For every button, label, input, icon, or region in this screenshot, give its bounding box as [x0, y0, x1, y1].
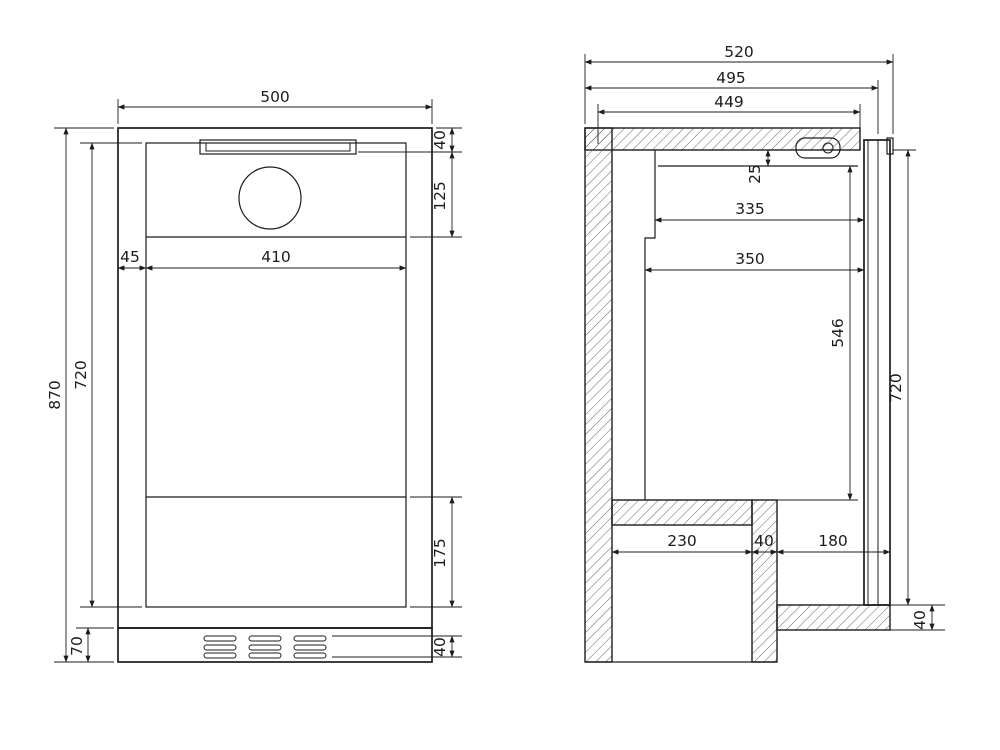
dimension-label: 25	[746, 164, 764, 184]
dim-front-bottom-section: 175	[410, 496, 462, 608]
back-wall-section	[584, 127, 613, 663]
dim-side-recess-floor: 40	[890, 604, 945, 631]
dim-side-partition: 40	[751, 532, 778, 555]
hinge-pin	[822, 142, 834, 154]
dimension-label: 180	[818, 532, 848, 550]
dimension-label: 449	[714, 93, 744, 111]
dim-front-overall-height: 870	[46, 127, 114, 663]
dim-front-left-inset: 45	[117, 248, 147, 271]
dimension-label: 500	[260, 88, 290, 106]
side-view: 520 495 449 25 335 350 546	[584, 43, 945, 663]
top-wall-section	[584, 127, 861, 151]
dimension-label: 520	[724, 43, 754, 61]
dimension-label: 125	[431, 181, 449, 211]
dim-side-floor-depth: 230	[611, 528, 753, 560]
dim-side-inner-depth: 449	[597, 93, 861, 144]
vent-slot	[293, 652, 327, 659]
vent-slot	[203, 652, 237, 659]
front-view: 500 870 720 40 125 45 410	[46, 88, 462, 663]
dim-front-vent-height: 40	[332, 635, 462, 658]
dim-side-inner-height: 720	[887, 149, 945, 606]
dimension-label: 40	[911, 610, 929, 630]
dim-front-width: 500	[117, 88, 433, 124]
extension-lines	[117, 99, 433, 124]
vent-slot	[248, 652, 282, 659]
dimension-label: 230	[667, 532, 697, 550]
extension-lines	[358, 127, 462, 153]
dimension-label: 40	[754, 532, 774, 550]
dim-front-plinth: 70	[68, 627, 114, 663]
inner-liner	[644, 150, 656, 500]
dimension-label: 45	[120, 248, 140, 266]
dimension-label: 410	[261, 248, 291, 266]
extension-lines	[76, 627, 114, 663]
recess-floor-section	[776, 604, 891, 631]
door-panel	[863, 139, 891, 606]
dimension-label: 40	[431, 637, 449, 657]
dimension-label: 335	[735, 200, 765, 218]
dim-front-top-edge: 40	[358, 127, 462, 153]
floor-section	[611, 499, 753, 526]
extension-lines	[890, 149, 945, 606]
dimension-label: 720	[72, 360, 90, 390]
plinth-outline	[117, 627, 433, 663]
vent-slot	[248, 635, 282, 642]
dim-side-top-clearance: 25	[746, 149, 771, 184]
dim-side-cavity-height: 546	[752, 165, 858, 501]
vent-slot	[203, 635, 237, 642]
dimension-label: 175	[431, 538, 449, 568]
dimension-label: 495	[716, 69, 746, 87]
vent-grille	[203, 635, 327, 659]
dim-front-inner-width: 410	[145, 248, 407, 271]
dimension-label: 70	[68, 636, 86, 656]
dim-side-overall-depth: 520	[584, 43, 894, 134]
dim-front-door-height: 720	[72, 142, 142, 608]
dimension-label: 870	[46, 380, 64, 410]
dimension-label: 40	[431, 130, 449, 150]
handle-recess	[199, 139, 357, 155]
dimension-label: 350	[735, 250, 765, 268]
dim-front-top-section: 125	[410, 151, 462, 238]
vent-slot	[248, 644, 282, 651]
dim-side-body-depth: 495	[584, 69, 879, 134]
vent-slot	[203, 644, 237, 651]
door-outline	[145, 142, 407, 608]
door-top-flange	[886, 137, 894, 155]
partition-wall-section	[751, 499, 778, 663]
dimension-label: 720	[887, 373, 905, 403]
cabinet-outline	[117, 127, 433, 629]
dim-side-recess-depth: 180	[776, 532, 891, 555]
dim-side-upper-width: 335	[654, 200, 865, 223]
hinge-body	[795, 137, 841, 159]
fan-circle	[238, 166, 302, 230]
handle-grip	[205, 142, 351, 152]
vent-slot	[293, 644, 327, 651]
dim-side-lower-width: 350	[644, 250, 865, 273]
extension-lines	[332, 635, 462, 658]
vent-slot	[293, 635, 327, 642]
dimension-label: 546	[829, 318, 847, 348]
